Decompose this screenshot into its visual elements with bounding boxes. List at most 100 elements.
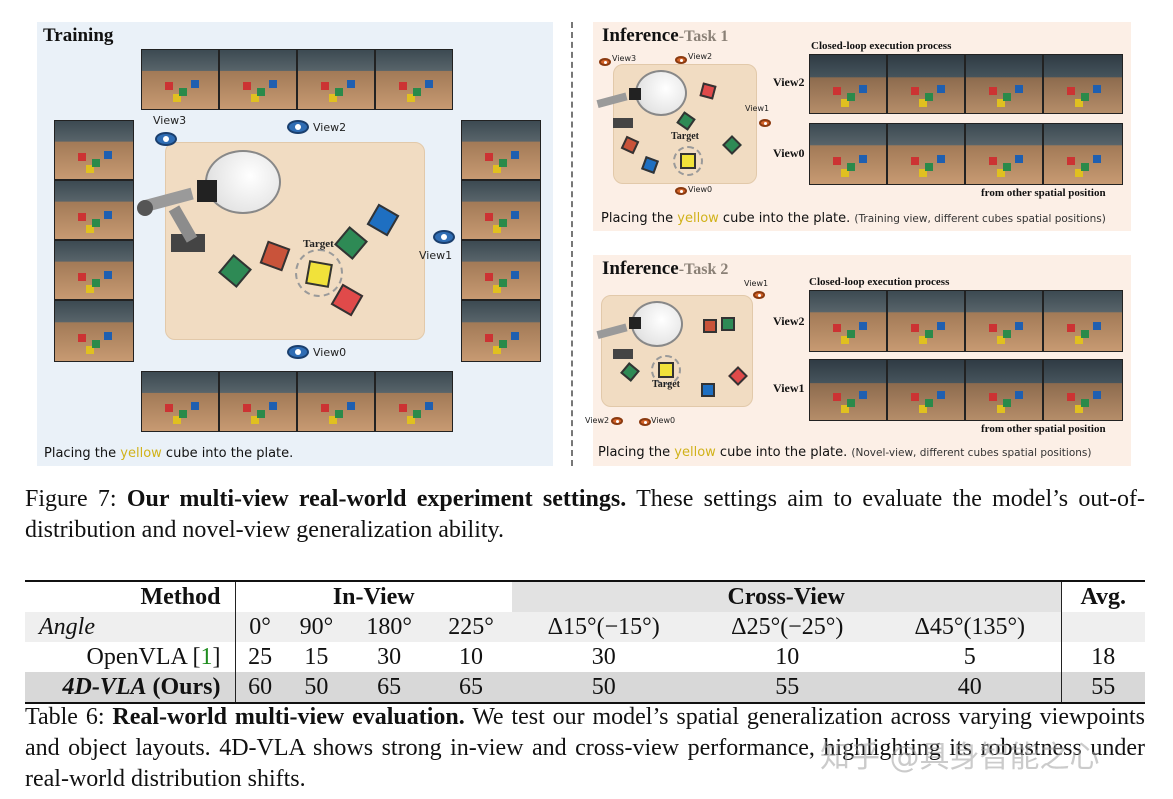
target-label: Target [303,238,334,250]
inference-task1-panel: Inference-Task 1 Target View3 View2 View… [593,22,1131,231]
header-method: Method [25,580,236,612]
task2-green-cube [721,317,735,331]
view3-frame-4 [54,300,134,362]
value-cell: 60 [235,672,285,704]
table-caption: Table 6: Real-world multi-view evaluatio… [25,704,1146,792]
task1-row1-frame-4 [1043,54,1123,114]
task2-footer-label: from other spatial position [981,423,1106,435]
header-cross-view: Cross-View [511,580,1061,612]
target-ring [295,249,343,297]
table-header-row: Method In-View Cross-View Avg. [25,580,1145,612]
task2-view1-label: View1 [744,279,769,288]
angle-cell: 225° [430,612,512,642]
task2-view0-label: View0 [651,416,676,425]
view0-frame-1 [141,371,219,432]
avg-cell: 18 [1060,642,1145,672]
task1-row2-frame-2 [887,123,965,185]
value-cell: 5 [963,644,976,670]
table-angle-row: Angle 0° 90° 180° 225° Δ15°(−15°) Δ25°(−… [25,612,1145,642]
value-cell: 30 [591,644,616,670]
value-cell: 10 [459,644,483,670]
view2-frame-1 [141,49,219,110]
task1-row2-frame-1 [809,123,887,185]
view1-frame-4 [461,300,541,362]
task1-row1-frame-1 [809,54,887,114]
view2-frame-2 [219,49,297,110]
task2-view2-label: View2 [585,416,610,425]
training-caption: Placing the yellow cube into the plate. [44,446,294,461]
task1-row1-frame-2 [887,54,965,114]
angle-label: Angle [25,612,236,642]
view0-frame-2 [219,371,297,432]
citation-link[interactable]: 1 [200,644,213,670]
task1-row2-frame-3 [965,123,1043,185]
task1-footer-label: from other spatial position [981,187,1106,199]
task2-row-label-2: View1 [773,381,805,395]
value-cell: 15 [304,644,329,670]
view2-frame-3 [297,49,375,110]
view1-label: View1 [419,249,453,262]
view0-label: View0 [313,346,347,359]
angle-cell: Δ25°(−25°) [695,612,879,642]
view0-frame-3 [297,371,375,432]
task2-title: Inference-Task 2 [602,258,729,279]
method-cell: 4D-VLA (Ours) [25,672,236,704]
view0-frame-4 [375,371,453,432]
view3-label: View3 [153,114,187,127]
value-cell: 50 [511,672,696,704]
view1-eye-icon [433,230,455,244]
value-cell: 25 [248,644,273,670]
view1-frame-3 [461,240,541,300]
watermark: 知乎 @具身智能之心 [820,740,1100,775]
task2-row1-frame-1 [809,290,887,352]
value-cell: 65 [430,672,512,704]
header-in-view: In-View [235,580,512,612]
value-cell: 50 [284,672,349,704]
task2-target-ring [651,355,681,385]
task1-view2-label: View2 [688,52,713,61]
value-cell: 55 [695,672,879,704]
angle-cell: 0° [235,612,285,642]
task1-view2-eye-icon [675,56,687,64]
task1-caption: Placing the yellow cube into the plate. … [601,211,1106,226]
task2-process-label: Closed-loop execution process [809,276,950,288]
task1-plate [635,70,687,116]
table-row: OpenVLA [1] 25 15 30 10 30 10 5 18 [25,642,1145,672]
task2-yellow-cube [658,362,674,378]
task2-row-label-1: View2 [773,314,805,328]
task1-view3-eye-icon [599,58,611,66]
view1-frame-1 [461,120,541,180]
angle-avg-empty [1060,612,1145,642]
view2-eye-icon [287,120,309,134]
task1-process-label: Closed-loop execution process [811,40,952,52]
task2-orange-cube [703,319,717,333]
task2-row1-frame-2 [887,290,965,352]
task1-view1-label: View1 [745,104,770,113]
panel-divider [571,22,573,466]
avg-cell: 55 [1060,672,1145,704]
value-cell: 65 [348,672,431,704]
figure-caption: Figure 7: Our multi-view real-world expe… [25,486,1146,543]
task1-target-ring [673,146,703,176]
task1-target-label: Target [671,131,699,142]
task2-row1-frame-3 [965,290,1043,352]
task1-row-label-2: View0 [773,146,805,160]
task1-yellow-cube [680,153,696,169]
value-cell: 40 [879,672,1061,704]
task1-row2-frame-4 [1043,123,1123,185]
task2-blue-cube [701,383,715,397]
angle-cell: Δ15°(−15°) [511,612,696,642]
view3-eye-icon [155,132,177,146]
view0-eye-icon [287,345,309,359]
task1-view0-label: View0 [688,185,713,194]
view3-frame-2 [54,180,134,240]
table-row-ours: 4D-VLA (Ours) 60 50 65 65 50 55 40 55 [25,672,1145,704]
task2-target-label: Target [652,379,680,390]
task1-view0-eye-icon [675,187,687,195]
task2-caption: Placing the yellow cube into the plate. … [598,445,1092,460]
task1-view3-label: View3 [612,54,637,63]
view3-frame-1 [54,120,134,180]
view2-label: View2 [313,121,347,134]
angle-cell: Δ45°(135°) [879,612,1061,642]
view3-frame-3 [54,240,134,300]
